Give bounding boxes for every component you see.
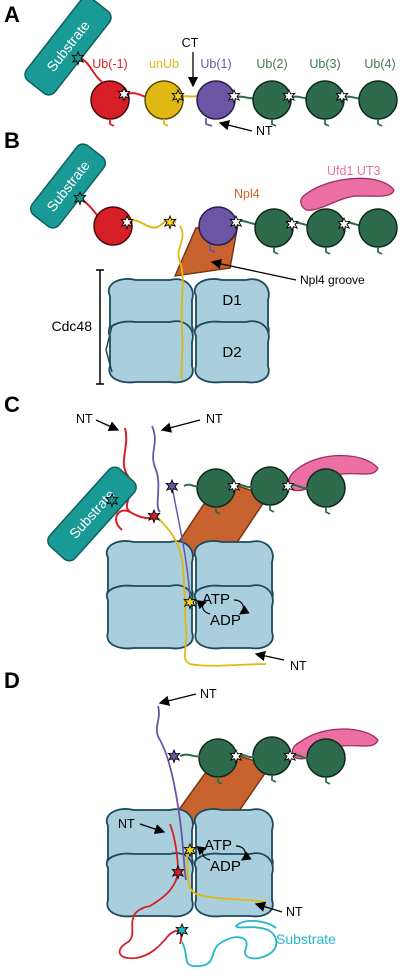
cdc48-hexamer — [105, 278, 270, 384]
ub4-circle — [358, 80, 398, 120]
unfolded-ub-strand — [177, 225, 184, 381]
nt-label-1: NT — [200, 687, 217, 701]
panel-a-letter: A — [4, 2, 20, 27]
cdc48-hexamer — [105, 540, 274, 650]
ub4-label: Ub(4) — [364, 57, 395, 71]
nt-label-2: NT — [118, 817, 135, 831]
ub1-label: Ub(1) — [200, 57, 231, 71]
npl4-label: Npl4 — [234, 187, 260, 201]
ub3-label: Ub(3) — [309, 57, 340, 71]
panel-a: A Substrate Ub(-1) — [4, 0, 398, 138]
ub-minus1-label: Ub(-1) — [92, 57, 127, 71]
adp-exchange-arrow — [196, 600, 211, 615]
panel-d: D ATP ADP — [4, 668, 379, 968]
cdc48-hexamer — [105, 808, 274, 918]
panel-d-letter: D — [4, 668, 20, 693]
atp-hydrolysis-arrow — [233, 599, 250, 615]
groove-label: Npl4 groove — [300, 273, 365, 287]
ub2-label: Ub(2) — [256, 57, 287, 71]
nt-label-3: NT — [286, 905, 303, 919]
nt-label: NT — [256, 124, 273, 138]
substrate-label: Substrate — [276, 931, 336, 947]
nt-label-1: NT — [76, 412, 93, 426]
unfolded-substrate-strand — [181, 920, 278, 968]
panel-b-letter: B — [4, 128, 20, 153]
cdc48-label: Cdc48 — [52, 318, 93, 334]
atp-label: ATP — [204, 837, 232, 854]
d2-label: D2 — [222, 344, 241, 361]
nt-label-3: NT — [290, 659, 307, 673]
ub3-circle — [305, 80, 345, 120]
atp-label: ATP — [202, 591, 230, 608]
ufd1-shape — [300, 177, 395, 211]
adp-label: ADP — [210, 612, 241, 629]
d1-label: D1 — [222, 292, 241, 309]
groove-arrow — [210, 258, 297, 281]
ct-label: CT — [182, 36, 199, 50]
ub-minus1-circle — [90, 80, 130, 120]
panel-c-letter: C — [4, 392, 20, 417]
nt-label-2: NT — [206, 412, 223, 426]
ub2-circle — [252, 80, 292, 120]
nt-arrow — [218, 120, 253, 132]
adp-label: ADP — [210, 858, 241, 875]
unub-label: unUb — [149, 57, 179, 71]
cdc48-bracket — [96, 269, 104, 385]
panel-b: B Substrate Npl4 Ufd1 UT3 — [4, 128, 398, 385]
ufd1-label: Ufd1 UT3 — [327, 164, 381, 178]
panel-c: C Substrate — [4, 392, 379, 673]
ub-m1-linker — [79, 57, 103, 83]
